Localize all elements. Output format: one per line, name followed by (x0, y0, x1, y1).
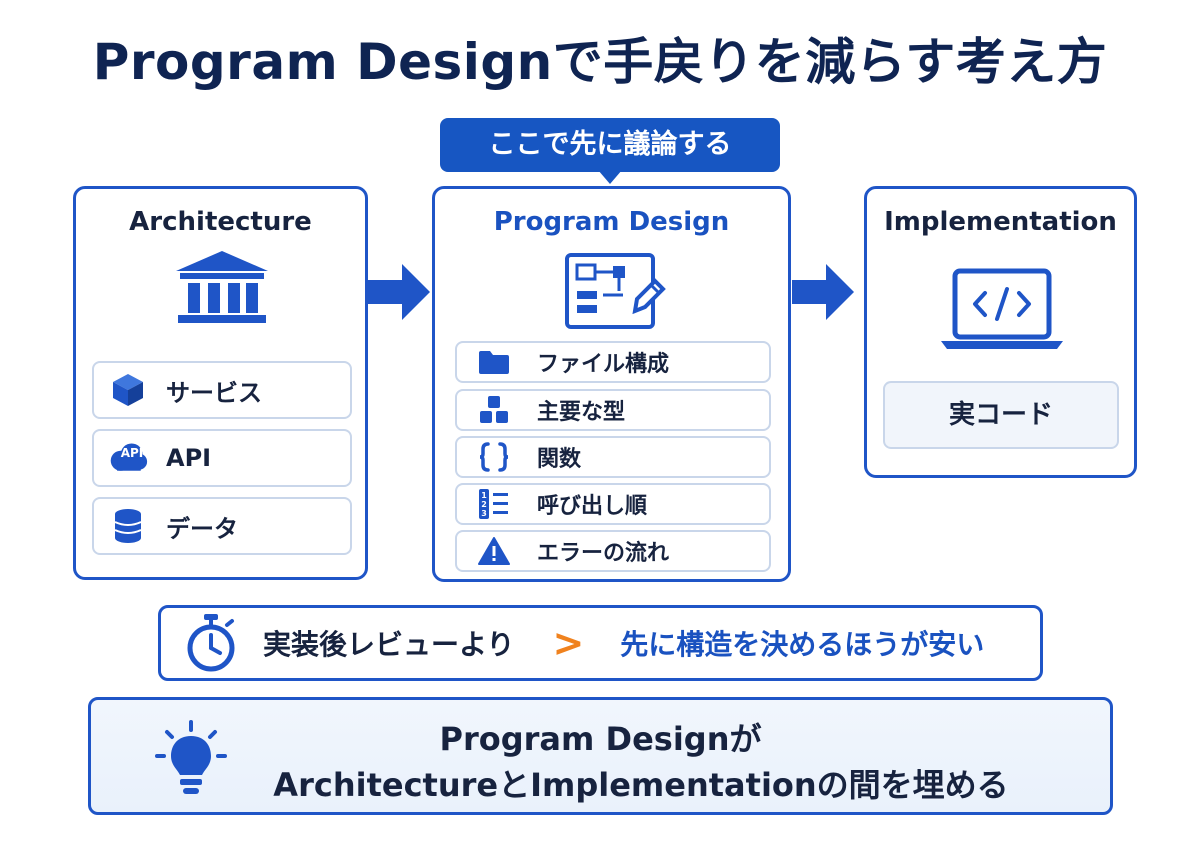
blocks-icon (477, 393, 511, 427)
item-label: ファイル構成 (537, 352, 670, 377)
list-digit: 1 (481, 491, 487, 500)
flow-arrow-right-icon (792, 264, 854, 320)
flow-arrow-right-icon (368, 264, 430, 320)
cost-comparison-banner: 実装後レビューより > 先に構造を決めるほうが安い (158, 605, 1043, 681)
numbered-list-icon: 1 2 3 (477, 487, 511, 521)
item-label: API (166, 444, 212, 472)
implementation-item-code: 実コード (883, 381, 1119, 449)
item-label: 呼び出し順 (537, 494, 648, 519)
conclusion-line-1: Program Designが (439, 720, 762, 758)
cube-icon (108, 370, 148, 410)
api-cloud-icon: API (108, 438, 148, 478)
design-item-functions: 関数 (455, 436, 771, 478)
architecture-item-service: サービス (92, 361, 352, 419)
design-item-call-order: 1 2 3 呼び出し順 (455, 483, 771, 525)
implementation-title: Implementation (884, 207, 1117, 237)
conclusion-banner: Program Designが ArchitectureとImplementat… (88, 697, 1113, 815)
design-sketch-icon (565, 253, 666, 329)
list-digit: 2 (481, 500, 487, 509)
architecture-item-api: API API (92, 429, 352, 487)
lightbulb-icon (155, 720, 227, 794)
item-label: エラーの流れ (537, 541, 670, 566)
api-icon-text: API (120, 446, 144, 460)
design-item-file-structure: ファイル構成 (455, 341, 771, 383)
program-design-panel: Program Design ファイル構成 主要な型 (432, 186, 791, 582)
design-item-main-types: 主要な型 (455, 389, 771, 431)
list-digit: 3 (481, 509, 487, 518)
braces-icon (477, 440, 511, 474)
discussion-callout: ここで先に議論する (440, 118, 780, 172)
conclusion-line-2: ArchitectureとImplementationの間を埋める (273, 766, 1009, 804)
stopwatch-icon (187, 614, 235, 672)
item-label: サービス (166, 378, 262, 407)
warning-icon (477, 534, 511, 568)
item-label: 関数 (537, 447, 582, 472)
design-item-error-flow: エラーの流れ (455, 530, 771, 572)
folder-icon (477, 345, 511, 379)
banner-left-text: 実装後レビューより (263, 628, 515, 661)
database-icon (108, 506, 148, 546)
implementation-panel: Implementation 実コード (864, 186, 1137, 478)
program-design-title: Program Design (493, 207, 730, 237)
banner-right-text: 先に構造を決めるほうが安い (620, 628, 985, 661)
laptop-code-icon (941, 268, 1063, 349)
comparison-chevron: > (552, 621, 585, 665)
page-title: Program Designで手戻りを減らす考え方 (92, 33, 1108, 91)
architecture-title: Architecture (129, 207, 312, 237)
callout-pointer (598, 170, 622, 184)
institution-icon (176, 251, 268, 323)
architecture-panel: Architecture サービス API A (73, 186, 368, 580)
architecture-item-data: データ (92, 497, 352, 555)
item-label: 主要な型 (537, 400, 626, 425)
item-label: データ (166, 514, 238, 543)
